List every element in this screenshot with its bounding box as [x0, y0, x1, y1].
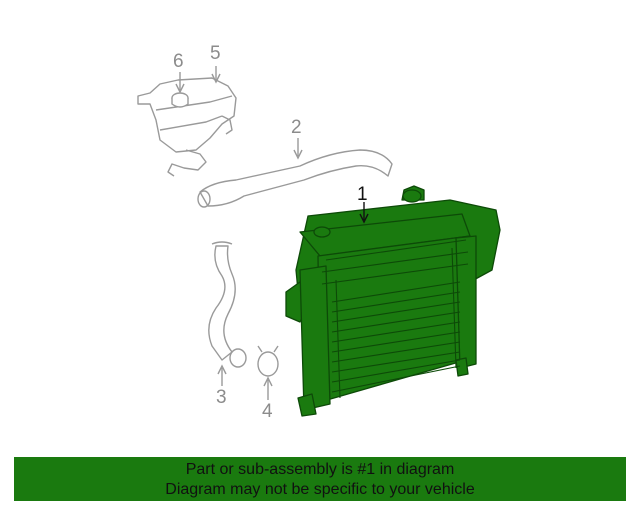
leader-lines	[175, 66, 369, 400]
callout-3: 3	[216, 387, 227, 408]
banner-line-2: Diagram may not be specific to your vehi…	[165, 481, 475, 498]
parts-diagram	[137, 66, 501, 417]
reservoir-cap[interactable]	[171, 92, 189, 108]
callout-2: 2	[291, 117, 302, 138]
coolant-reservoir[interactable]	[137, 77, 237, 177]
callout-5: 5	[210, 43, 221, 64]
upper-radiator-hose[interactable]	[197, 149, 393, 208]
banner-line-1: Part or sub-assembly is #1 in diagram	[185, 461, 455, 478]
info-banner: Part or sub-assembly is #1 in diagram Di…	[14, 457, 626, 501]
radiator-assembly[interactable]	[285, 185, 501, 417]
lower-radiator-hose[interactable]	[208, 241, 247, 368]
radiator-core-fins	[321, 239, 469, 399]
callout-4: 4	[262, 401, 273, 422]
hose-clamp[interactable]	[257, 345, 279, 377]
callout-1: 1	[357, 184, 368, 205]
callout-6: 6	[173, 51, 184, 72]
